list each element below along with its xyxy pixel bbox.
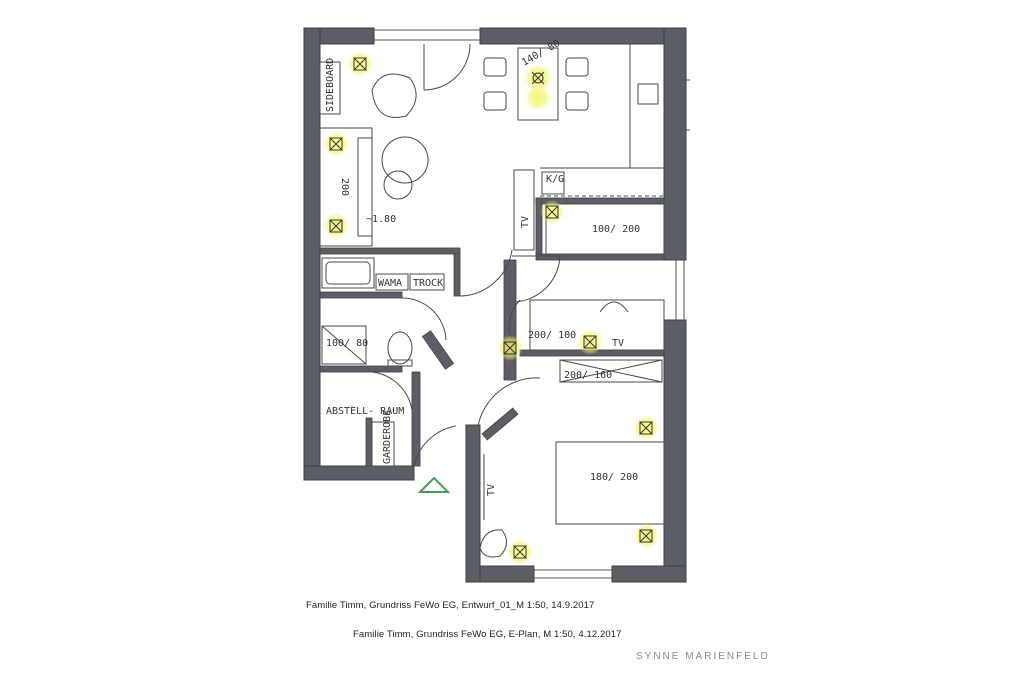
- label-sideboard: SIDEBOARD: [325, 58, 336, 112]
- bed-crossed: [559, 359, 663, 383]
- chair: [565, 91, 589, 111]
- label-wama: WAMA: [378, 278, 402, 289]
- light-fixture-icon: [347, 51, 373, 77]
- label-bed-crossed: 200/ 160: [564, 370, 612, 381]
- caption-draft: Familie Timm, Grundriss FeWo EG, Entwurf…: [306, 600, 595, 611]
- light-fixture-icon: [323, 131, 349, 157]
- wall-right-upper: [663, 27, 687, 261]
- label-kitchen: K/G: [546, 174, 564, 185]
- bed-single: [545, 203, 665, 255]
- label-tv-room: TV: [612, 338, 624, 349]
- label-sofa: 200: [339, 178, 350, 196]
- light-fixture-icon: [524, 64, 552, 92]
- light-markers: [323, 51, 659, 565]
- wall-top-right: [479, 27, 687, 45]
- light-fixture-icon: [507, 539, 533, 565]
- entrance-arrow-icon: [417, 476, 451, 493]
- label-trock: TROCK: [413, 278, 443, 289]
- label-tv-bedroom: TV: [486, 484, 497, 496]
- light-fixture-icon: [577, 329, 603, 355]
- chair: [483, 57, 507, 77]
- label-abstellraum: ABSTELL- RAUM: [326, 406, 404, 417]
- signature: SYNNE MARIENFELD: [636, 651, 770, 662]
- sideboard: [319, 61, 341, 115]
- light-fixture-icon: [540, 200, 564, 224]
- label-shower: 100/ 80: [326, 338, 368, 349]
- plan-labels: SIDEBOARD 140/ 80 200 ~1.80 K/G TV 100/ …: [325, 38, 640, 496]
- label-bed-double: 180/ 200: [590, 472, 638, 483]
- label-garderobe: GARDEROBE: [382, 410, 393, 464]
- light-fixture-icon: [633, 415, 659, 441]
- toilet: [387, 331, 413, 365]
- caption-e-plan: Familie Timm, Grundriss FeWo EG, E-Plan,…: [353, 629, 622, 640]
- bed-double: [555, 441, 665, 525]
- dining-table: [517, 47, 559, 121]
- chair: [565, 57, 589, 77]
- exterior-walls: [303, 27, 687, 583]
- wall-left: [303, 27, 321, 481]
- light-fixture-icon: [525, 85, 551, 111]
- label-bed-single: 100/ 200: [592, 224, 640, 235]
- armchair: [371, 73, 417, 118]
- wall-bottom-right-b: [611, 565, 687, 583]
- light-fixture-icon: [323, 213, 349, 239]
- label-tv-living: TV: [520, 216, 531, 228]
- window-openings: [374, 29, 690, 579]
- shower: [321, 325, 367, 365]
- light-fixture-icon: [633, 523, 659, 549]
- label-sofa-dim: ~1.80: [366, 214, 396, 225]
- wall-bedroom-left: [465, 424, 481, 583]
- chair: [483, 91, 507, 111]
- light-fixture-icon: [497, 335, 523, 361]
- wall-right-lower: [663, 319, 687, 583]
- wall-bottom-left: [303, 465, 415, 481]
- label-desk: 200/ 100: [528, 330, 576, 341]
- bathtub: [321, 257, 375, 289]
